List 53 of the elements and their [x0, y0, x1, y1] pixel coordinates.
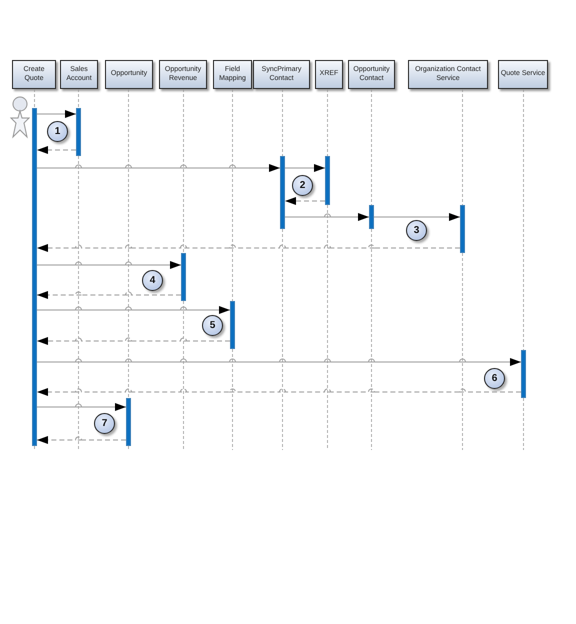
lifeline	[128, 446, 129, 450]
return-arrow	[36, 244, 460, 252]
return-arrow	[36, 388, 522, 396]
lifeline	[282, 228, 283, 450]
message-arrow	[284, 164, 326, 172]
lifeline	[523, 398, 524, 450]
lifeline	[371, 228, 372, 450]
activation-bar	[181, 253, 186, 301]
lifeline	[78, 88, 79, 108]
step-number: 2	[292, 175, 313, 196]
activation-bar	[126, 398, 131, 446]
activation-bar	[521, 350, 526, 398]
step-number: 3	[406, 220, 427, 241]
lifeline	[327, 204, 328, 450]
lifeline	[282, 88, 283, 156]
lifeline	[327, 88, 328, 156]
step-number: 7	[94, 413, 115, 434]
lifeline	[232, 348, 233, 450]
lifeline	[232, 88, 233, 302]
message-arrow	[36, 306, 230, 314]
lifeline	[462, 88, 463, 206]
lifeline	[462, 252, 463, 450]
lifeline	[183, 88, 184, 254]
return-arrow	[36, 436, 126, 444]
activation-bar	[325, 156, 330, 205]
step-number: 5	[202, 315, 223, 336]
message-arrow	[284, 213, 370, 221]
lifeline	[34, 446, 35, 450]
message-arrow	[374, 213, 460, 221]
return-arrow	[284, 197, 326, 205]
message-arrow	[36, 261, 182, 269]
step-number: 4	[142, 270, 163, 291]
return-arrow	[36, 146, 76, 154]
lifeline	[371, 88, 372, 206]
message-arrow	[36, 403, 126, 411]
return-arrow	[36, 291, 182, 299]
message-arrow	[36, 110, 76, 118]
lifeline	[128, 88, 129, 398]
activation-bar	[280, 156, 285, 229]
activation-bar	[369, 205, 374, 229]
lifeline	[78, 156, 79, 450]
activation-bar	[460, 205, 465, 253]
message-arrow	[36, 358, 522, 366]
activation-bar	[32, 108, 37, 446]
activation-bar	[230, 301, 235, 349]
lifeline	[523, 88, 524, 350]
return-arrow	[36, 337, 230, 345]
activation-bar	[76, 108, 81, 156]
message-arrow	[36, 164, 280, 172]
step-number: 6	[484, 368, 505, 389]
lifeline	[183, 300, 184, 450]
lifeline	[34, 88, 35, 108]
step-number: 1	[47, 121, 68, 142]
